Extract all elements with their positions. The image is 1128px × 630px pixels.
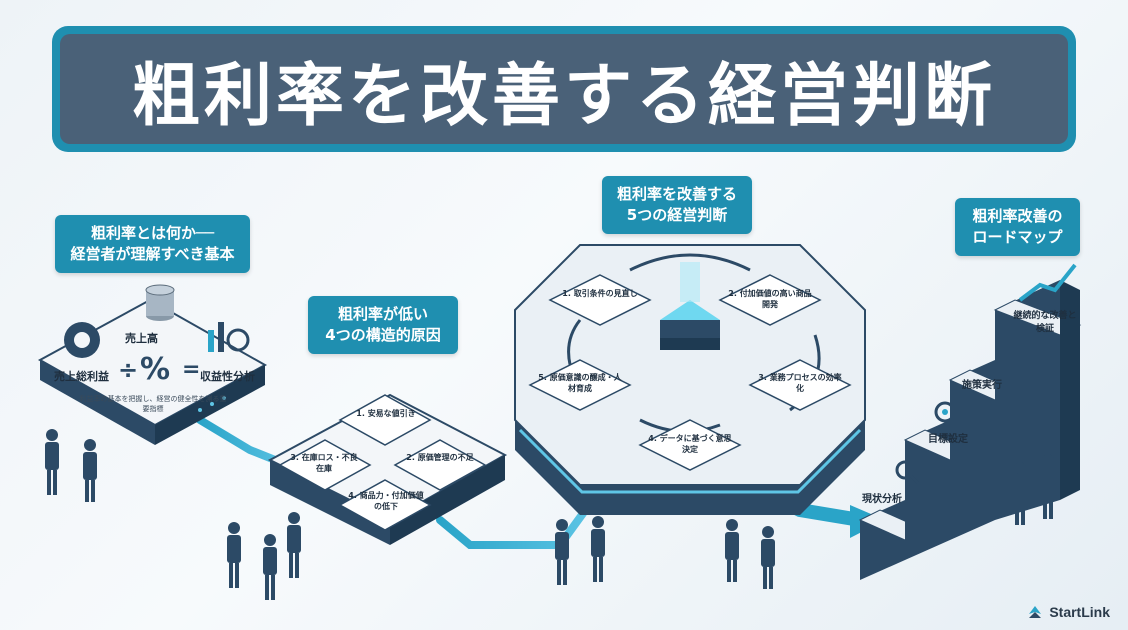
magnifier-icon bbox=[895, 460, 920, 485]
roadmap-step-3: 施策実行 bbox=[962, 380, 1002, 391]
roadmap-step-4: 継続的な改善と検証 bbox=[1013, 311, 1077, 334]
decision-tile-4 bbox=[638, 419, 742, 471]
causes-label: 粗利率が低い 4つの構造的原因 bbox=[308, 296, 458, 354]
roadmap-step-2: 目標設定 bbox=[928, 434, 968, 445]
percent-symbol: % bbox=[140, 352, 171, 387]
brand-name: StartLink bbox=[1049, 604, 1110, 620]
people-group-right bbox=[725, 454, 1055, 589]
coin-stack-icon bbox=[145, 284, 175, 321]
decisions-label: 粗利率を改善する 5つの経営判断 bbox=[602, 176, 752, 234]
people-group-left bbox=[45, 429, 97, 502]
brand-logo: StartLink bbox=[1027, 604, 1110, 620]
decision-3-title: 3. 業務プロセスの効率化 bbox=[758, 373, 842, 393]
cause-4-title: 4. 商品力・付加価値の低下 bbox=[348, 491, 424, 511]
decision-tile-5 bbox=[528, 359, 632, 411]
people-group-mid bbox=[227, 512, 301, 600]
cause-tile-2 bbox=[393, 439, 487, 491]
revenue-text: 売上高 bbox=[125, 332, 158, 345]
decision-tile-1 bbox=[548, 274, 652, 326]
cause-tile-3 bbox=[278, 439, 372, 491]
decision-tile-3 bbox=[748, 359, 852, 411]
chart-magnifier-icon bbox=[208, 322, 250, 352]
analysis-text: 収益性分析 bbox=[200, 370, 255, 383]
central-server-icon bbox=[660, 262, 720, 350]
cause-1-title: 1. 安易な値引き bbox=[356, 409, 416, 418]
title-banner-inner: 粗利率を改善する経営判断 bbox=[60, 34, 1068, 144]
title-banner: 粗利率を改善する経営判断 bbox=[52, 26, 1076, 152]
roadmap-step-1: 現状分析 bbox=[862, 494, 902, 505]
brand-icon bbox=[1029, 606, 1042, 618]
growth-arrow-icon bbox=[1018, 263, 1077, 302]
decision-tile-2 bbox=[718, 274, 822, 326]
divide-symbol: ÷ bbox=[118, 356, 139, 384]
gear-icon bbox=[64, 322, 100, 358]
decision-4-title: 4. データに基づく意思決定 bbox=[648, 434, 732, 454]
cause-2-title: 2. 原価管理の不足 bbox=[406, 453, 474, 462]
decision-2-title: 2. 付加価値の高い商品開発 bbox=[728, 289, 812, 309]
people-group-center bbox=[555, 516, 605, 585]
roadmap-label: 粗利率改善の ロードマップ bbox=[955, 198, 1080, 256]
cause-tile-4 bbox=[338, 479, 432, 531]
cause-3-title: 3. 在庫ロス・不良在庫 bbox=[290, 453, 358, 473]
cause-tile-1 bbox=[338, 394, 432, 446]
basics-note: 利益率の基本を把握し、経営の健全性を測る重要指標 bbox=[79, 395, 227, 413]
target-icon bbox=[934, 401, 956, 423]
basics-label: 粗利率とは何か── 経営者が理解すべき基本 bbox=[55, 215, 250, 273]
page-title: 粗利率を改善する経営判断 bbox=[131, 56, 996, 136]
decision-1-title: 1. 取引条件の見直し bbox=[562, 289, 638, 298]
equals-symbol: = bbox=[182, 357, 201, 382]
connector-pipe-2 bbox=[436, 486, 604, 549]
gross-profit-text: 売上総利益 bbox=[54, 370, 109, 383]
decision-5-title: 5. 原価意識の醸成・人材育成 bbox=[538, 373, 622, 393]
